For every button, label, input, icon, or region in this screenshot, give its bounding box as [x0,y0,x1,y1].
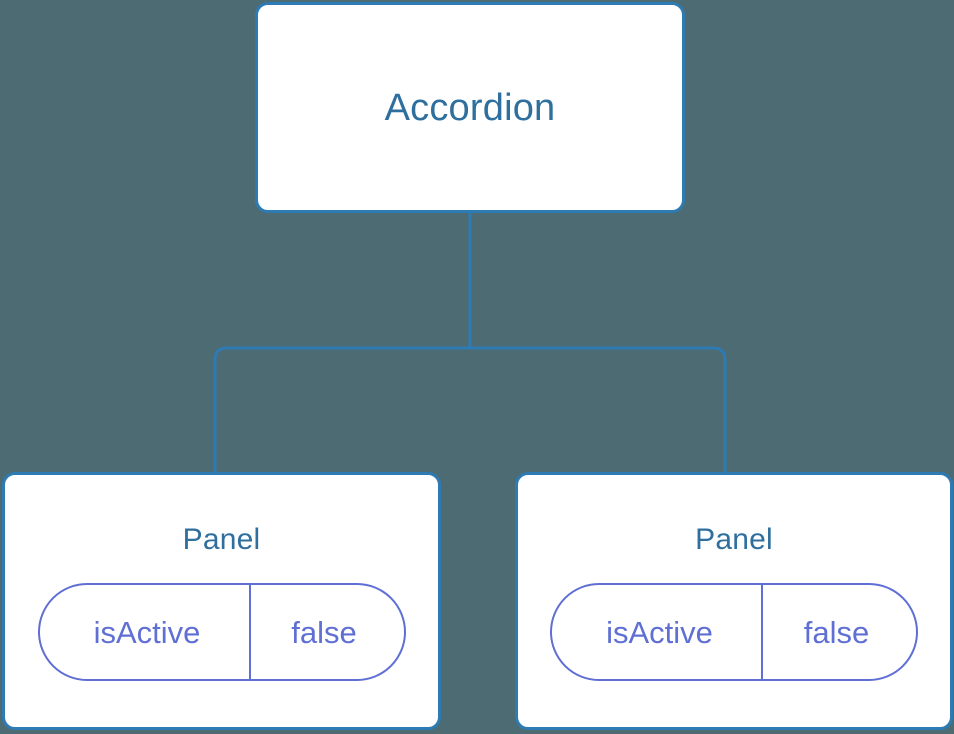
state-badge-panel-2-value: false [803,614,870,650]
connector-bus-to-child-left [213,346,470,474]
node-panel-2-title: Panel [695,523,773,556]
node-panel-2[interactable]: Panel isActive false [515,472,953,730]
node-panel-1[interactable]: Panel isActive false [2,472,441,730]
connector-bus-to-child-right [470,346,727,474]
state-badge-panel-2[interactable]: isActive false [550,583,918,681]
state-badge-panel-1-key: isActive [40,585,251,679]
state-badge-panel-2-key: isActive [552,585,763,679]
node-accordion-title: Accordion [384,86,556,129]
state-badge-panel-1-value: false [291,614,357,650]
node-panel-1-title: Panel [182,523,261,556]
node-accordion[interactable]: Accordion [255,2,685,213]
state-badge-panel-1[interactable]: isActive false [37,583,406,681]
